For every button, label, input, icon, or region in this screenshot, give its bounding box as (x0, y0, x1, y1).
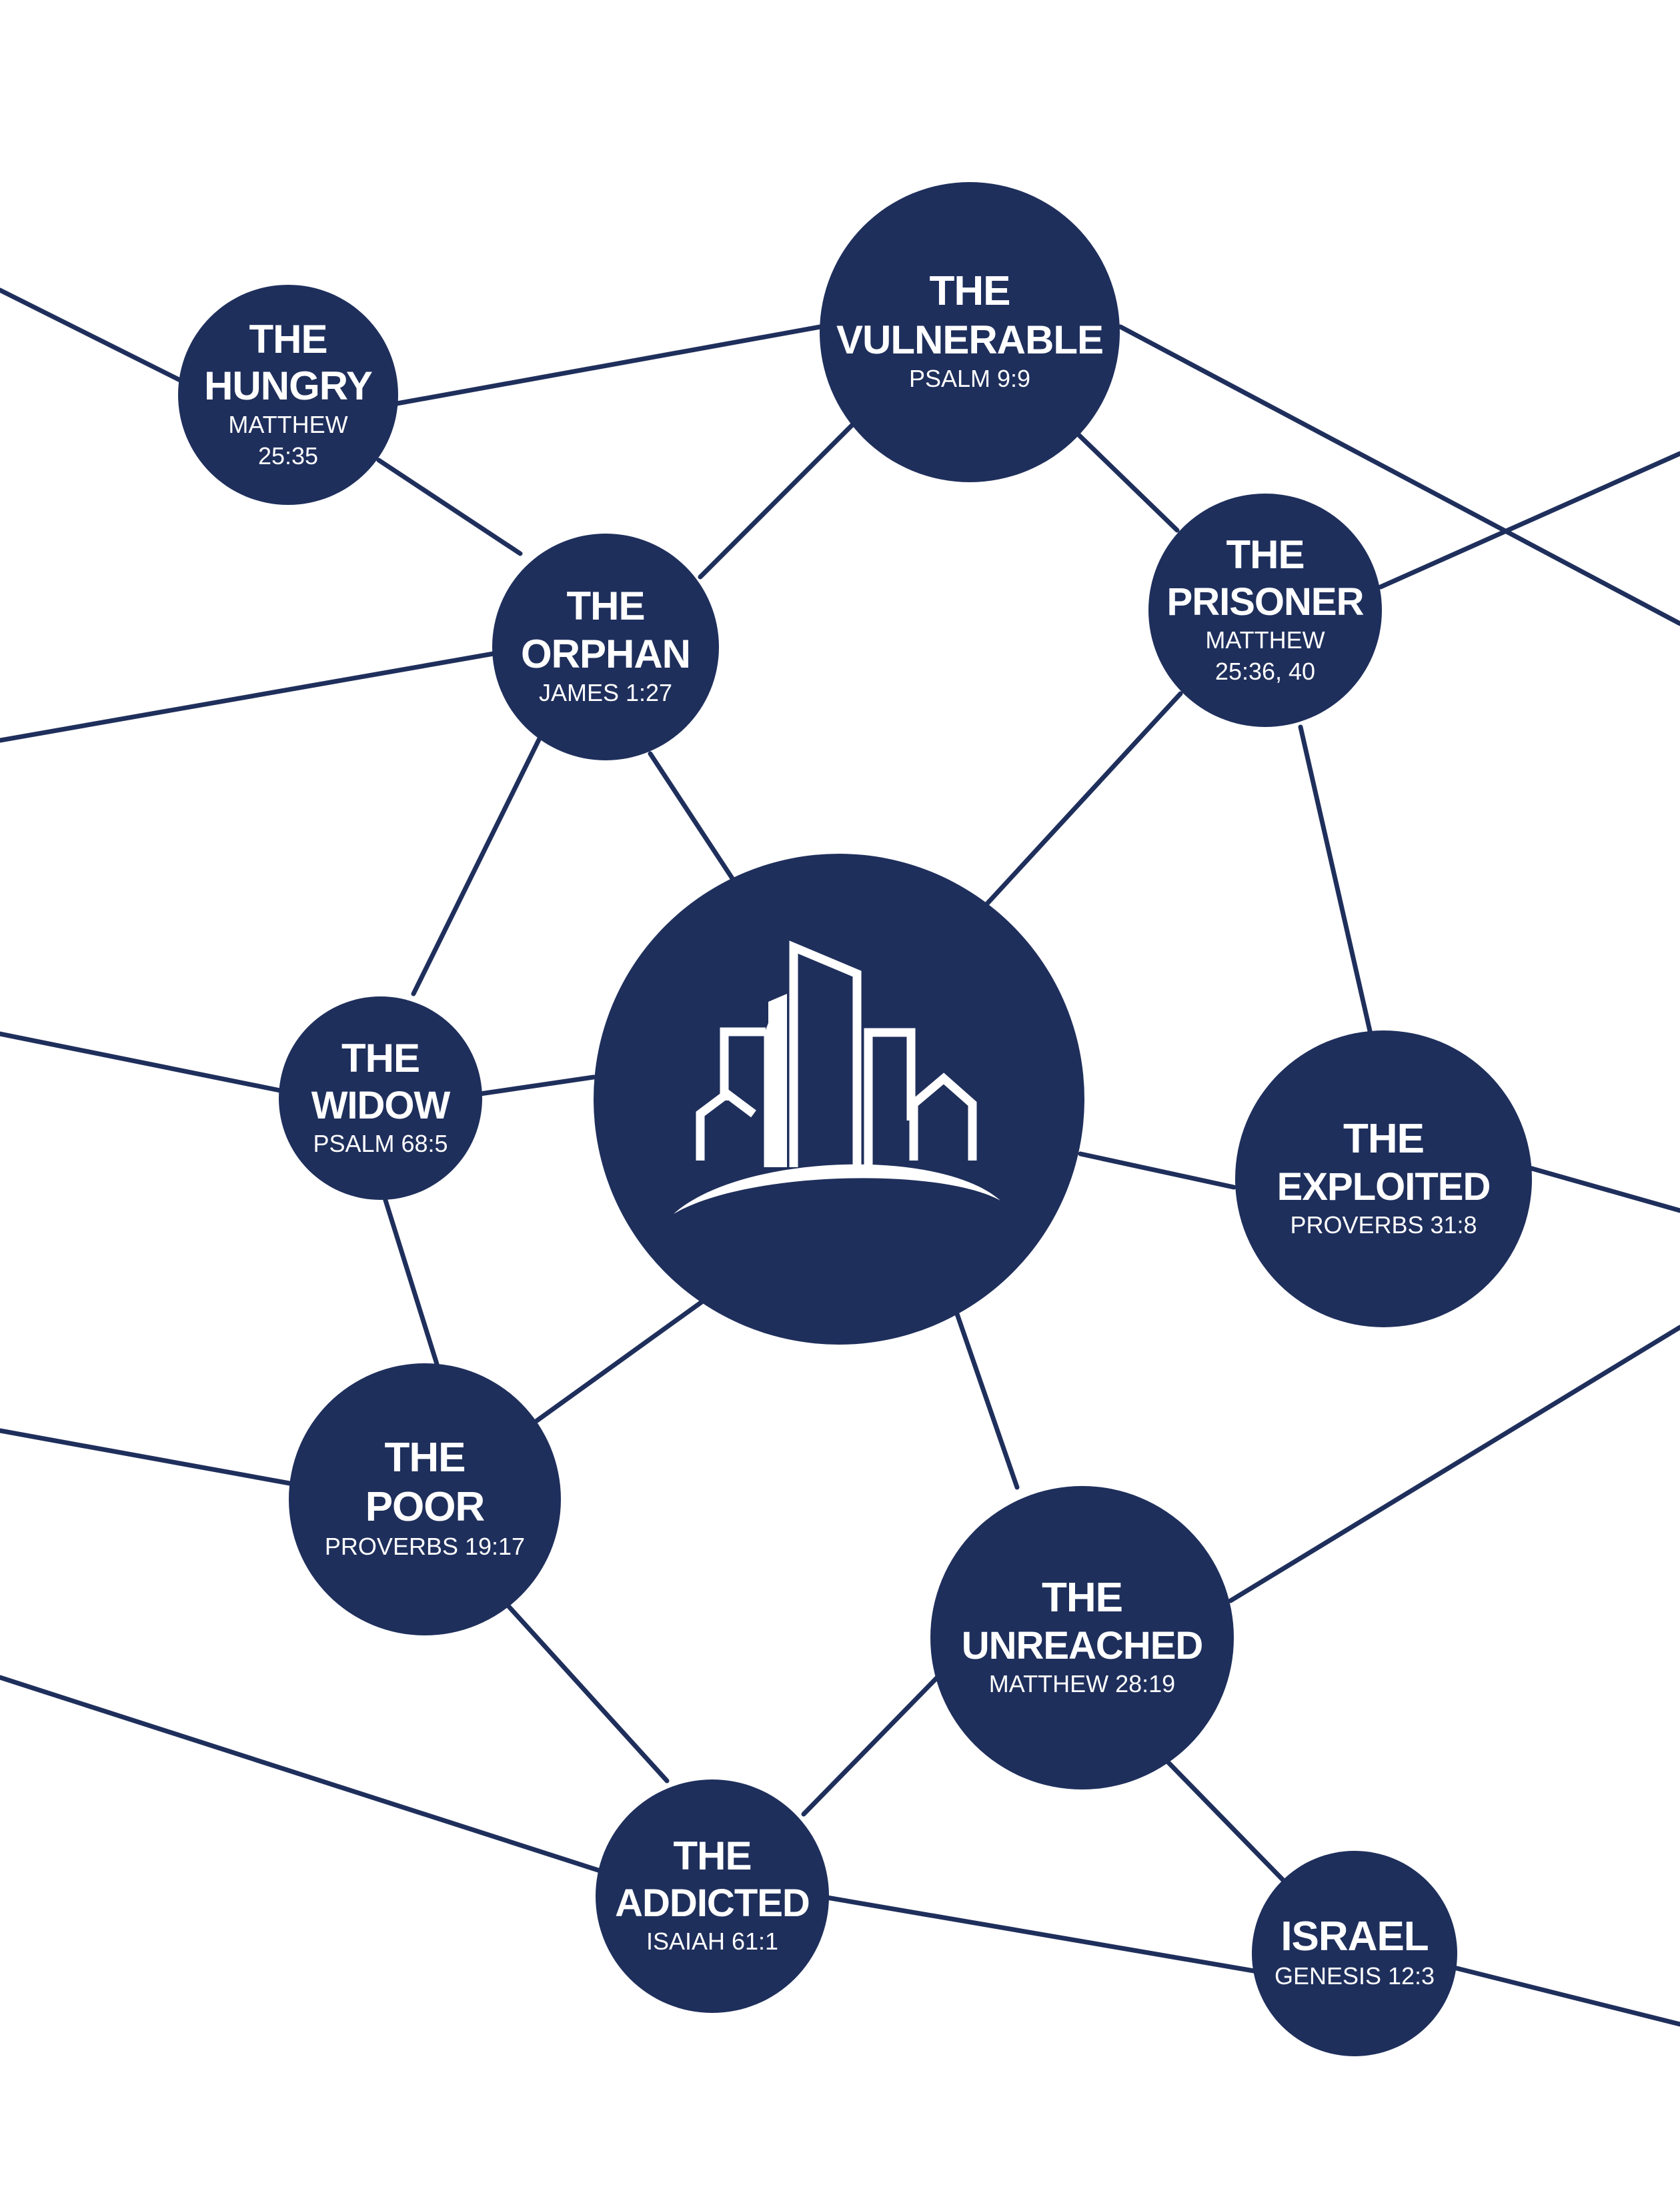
node-orphan: THE ORPHAN JAMES 1:27 (492, 534, 719, 760)
node-exploited-ref1: PROVERBS 31:8 (1290, 1211, 1477, 1239)
edge-addicted-israel (824, 1895, 1256, 1974)
node-hungry-ref2: 25:35 (257, 442, 319, 470)
node-widow-line2: WIDOW (311, 1083, 451, 1127)
edge-hub-poor (534, 1298, 706, 1423)
node-unreached: THE UNREACHED MATTHEW 28:19 (930, 1486, 1234, 1789)
node-orphan-ref1: JAMES 1:27 (538, 679, 673, 707)
node-poor: THE POOR PROVERBS 19:17 (289, 1363, 561, 1635)
edge-poor-addicted (501, 1598, 670, 1783)
city-skyline-icon (674, 940, 1000, 1214)
node-prisoner-line2: PRISONER (1166, 580, 1365, 624)
node-vulnerable-line1: THE (929, 268, 1011, 315)
node-israel: ISRAEL GENESIS 12:3 (1252, 1851, 1457, 2056)
edge-vulnerable-right (1118, 324, 1680, 626)
edge-left-addicted (0, 1675, 603, 1874)
node-unreached-ref1: MATTHEW 28:19 (988, 1669, 1176, 1697)
node-prisoner-ref2: 25:36, 40 (1214, 658, 1316, 685)
node-widow: THE WIDOW PSALM 68:5 (279, 996, 482, 1200)
edge-hub-unreached (954, 1311, 1020, 1490)
hub-circle (594, 854, 1084, 1345)
edge-vulnerable-orphan (698, 414, 863, 580)
node-exploited-line2: EXPLOITED (1277, 1165, 1491, 1209)
node-vulnerable: THE VULNERABLE PSALM 9:9 (820, 182, 1120, 482)
edge-unreached-addicted (801, 1668, 946, 1817)
node-addicted-line2: ADDICTED (615, 1882, 810, 1926)
edge-vulnerable-prisoner (1068, 424, 1180, 533)
node-hungry-line1: THE (249, 316, 328, 361)
node-poor-line1: THE (384, 1435, 466, 1481)
edge-israel-right (1451, 1965, 1680, 2027)
node-widow-line1: THE (341, 1035, 420, 1080)
edge-hub-exploited (1078, 1151, 1236, 1190)
node-israel-ref1: GENESIS 12:3 (1274, 1962, 1435, 1990)
edge-widow-hub (478, 1074, 596, 1097)
node-hungry-ref1: MATTHEW (228, 410, 348, 438)
edge-hungry-vulnerable (394, 324, 823, 406)
node-prisoner-line1: THE (1226, 532, 1305, 577)
node-exploited-line1: THE (1343, 1115, 1425, 1162)
node-poor-line2: POOR (365, 1484, 486, 1531)
node-vulnerable-line2: VULNERABLE (836, 317, 1104, 363)
edge-exploited-right (1525, 1165, 1680, 1213)
node-israel-line1: ISRAEL (1281, 1914, 1429, 1960)
edge-left-widow (0, 1031, 283, 1093)
edge-widow-poor (381, 1191, 440, 1367)
edge-unreached-israel (1148, 1741, 1287, 1884)
edge-prisoner-hub (984, 691, 1183, 906)
edge-orphan-hub (648, 751, 736, 883)
node-widow-ref1: PSALM 68:5 (313, 1129, 448, 1157)
node-hungry: THE HUNGRY MATTHEW 25:35 (178, 285, 398, 505)
node-addicted-line1: THE (673, 1834, 752, 1879)
edge-orphan-widow (411, 734, 543, 996)
node-prisoner-ref1: MATTHEW (1205, 626, 1325, 654)
node-prisoner: THE PRISONER MATTHEW 25:36, 40 (1148, 494, 1382, 727)
edge-left-hungry (0, 287, 183, 383)
node-addicted-ref1: ISAIAH 61:1 (646, 1928, 779, 1956)
node-orphan-line2: ORPHAN (520, 632, 691, 677)
edge-prisoner-exploited (1298, 724, 1373, 1036)
node-poor-ref1: PROVERBS 19:17 (324, 1533, 526, 1561)
node-vulnerable-ref1: PSALM 9:9 (908, 365, 1031, 393)
edge-unreached-right (1228, 1325, 1680, 1603)
node-hungry-line2: HUNGRY (204, 363, 373, 408)
edge-prisoner-right (1378, 451, 1680, 590)
edge-left-poor (0, 1428, 296, 1487)
node-exploited: THE EXPLOITED PROVERBS 31:8 (1235, 1030, 1532, 1327)
node-unreached-line2: UNREACHED (961, 1623, 1204, 1667)
edge-hungry-orphan (376, 458, 523, 556)
node-unreached-line1: THE (1042, 1574, 1123, 1621)
node-orphan-line1: THE (566, 584, 646, 629)
edge-left-orphan (0, 651, 496, 743)
node-addicted: THE ADDICTED ISAIAH 61:1 (596, 1779, 829, 2013)
